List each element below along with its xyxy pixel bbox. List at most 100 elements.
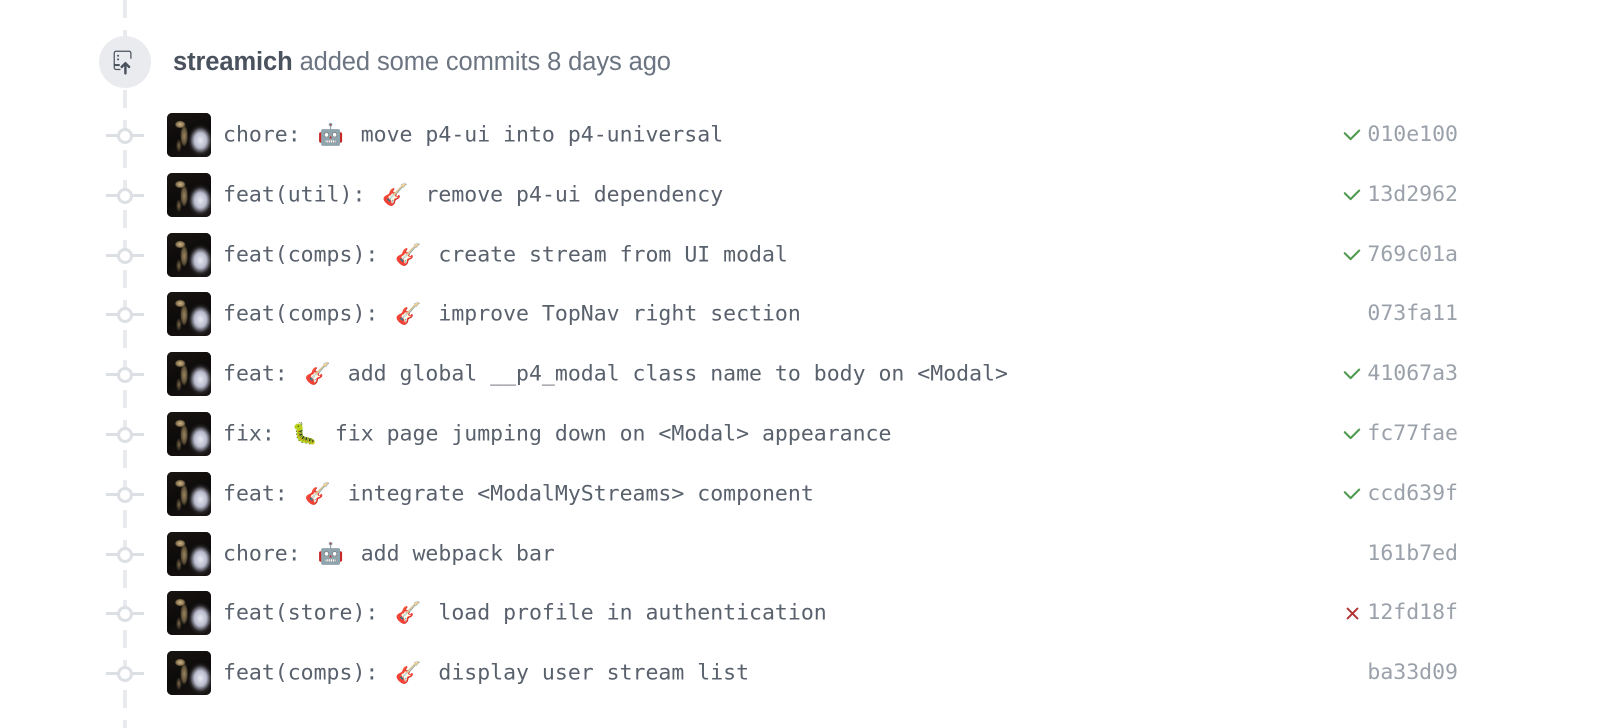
- commit-message[interactable]: feat: 🎸 integrate <ModalMyStreams> compo…: [223, 478, 814, 509]
- check-icon[interactable]: [1337, 362, 1367, 386]
- commit-sha[interactable]: 769c01a: [1367, 241, 1458, 267]
- commit-message-prefix: feat(store):: [223, 600, 392, 626]
- guitar-emoji: 🎸: [395, 660, 422, 685]
- commit-sha[interactable]: 010e100: [1367, 122, 1458, 147]
- robot-emoji: 🤖: [317, 122, 344, 147]
- commit-message[interactable]: feat(comps): 🎸 create stream from UI mod…: [223, 239, 788, 270]
- commit-sha[interactable]: 12fd18f: [1367, 600, 1458, 626]
- timeline-node-icon: [106, 604, 144, 623]
- commit-row[interactable]: fix: 🐛 fix page jumping down on <Modal> …: [0, 411, 1616, 457]
- guitar-emoji: 🎸: [304, 361, 331, 386]
- timeline-node-icon: [106, 186, 144, 204]
- commit-message-prefix: feat(comps):: [223, 242, 392, 268]
- commit-message-prefix: fix:: [223, 421, 288, 447]
- robot-emoji: 🤖: [317, 541, 344, 566]
- commit-meta: 010e100: [1337, 120, 1458, 150]
- commit-meta: fc77fae: [1337, 419, 1458, 449]
- commit-meta: 161b7ed: [1337, 539, 1458, 569]
- commit-sha[interactable]: ccd639f: [1367, 480, 1458, 506]
- commit-message[interactable]: feat(comps): 🎸 improve TopNav right sect…: [223, 299, 801, 330]
- commit-meta: ba33d09: [1337, 658, 1458, 688]
- commit-message-text: move p4-ui into p4-universal: [347, 122, 724, 148]
- commit-message[interactable]: feat(util): 🎸 remove p4-ui dependency: [223, 179, 723, 210]
- commit-meta: 073fa11: [1337, 299, 1458, 329]
- avatar[interactable]: [167, 352, 211, 397]
- status-none: [1337, 661, 1367, 685]
- commit-sha[interactable]: 161b7ed: [1367, 540, 1458, 566]
- commit-message-prefix: chore:: [223, 541, 314, 567]
- timeline-node-icon: [106, 485, 144, 503]
- commit-message-text: load profile in authentication: [425, 600, 827, 626]
- avatar[interactable]: [167, 651, 211, 696]
- commit-message-text: display user stream list: [425, 660, 750, 686]
- commit-row[interactable]: feat(store): 🎸 load profile in authentic…: [0, 590, 1616, 636]
- timeline-node-icon: [106, 664, 144, 683]
- commit-message[interactable]: feat(store): 🎸 load profile in authentic…: [223, 598, 827, 629]
- commit-row[interactable]: feat(comps): 🎸 display user stream list b…: [0, 650, 1616, 696]
- commit-message-prefix: feat(comps):: [223, 301, 392, 327]
- avatar[interactable]: [167, 292, 211, 337]
- avatar[interactable]: [167, 471, 211, 516]
- commit-row[interactable]: feat(comps): 🎸 improve TopNav right sect…: [0, 291, 1616, 337]
- commit-message-text: create stream from UI modal: [425, 242, 788, 268]
- commit-meta: ccd639f: [1337, 479, 1458, 509]
- guitar-emoji: 🎸: [395, 301, 422, 326]
- avatar[interactable]: [167, 232, 211, 277]
- commit-row[interactable]: chore: 🤖 move p4-ui into p4-universal 010…: [0, 112, 1616, 158]
- commit-message[interactable]: chore: 🤖 add webpack bar: [223, 538, 555, 569]
- guitar-emoji: 🎸: [304, 481, 331, 506]
- commit-meta: 769c01a: [1337, 240, 1458, 270]
- commit-message[interactable]: fix: 🐛 fix page jumping down on <Modal> …: [223, 419, 891, 450]
- avatar[interactable]: [167, 172, 211, 217]
- commit-row[interactable]: feat: 🎸 integrate <ModalMyStreams> compo…: [0, 471, 1616, 517]
- commit-message-prefix: feat(util):: [223, 182, 379, 208]
- check-icon[interactable]: [1337, 482, 1367, 506]
- commit-message-text: improve TopNav right section: [425, 301, 801, 327]
- timeline-node-icon: [106, 425, 144, 443]
- status-none: [1337, 542, 1367, 566]
- avatar[interactable]: [167, 113, 211, 157]
- commit-author-name[interactable]: streamich: [173, 48, 293, 76]
- commit-sha[interactable]: 41067a3: [1367, 361, 1458, 387]
- timeline-node-icon: [106, 365, 144, 384]
- commit-row[interactable]: feat(util): 🎸 remove p4-ui dependency 13d…: [0, 172, 1616, 218]
- avatar[interactable]: [167, 412, 211, 456]
- check-icon[interactable]: [1337, 123, 1367, 147]
- avatar[interactable]: [167, 531, 211, 576]
- commit-message-text: remove p4-ui dependency: [412, 182, 724, 208]
- timeline-rail: [123, 0, 127, 728]
- commit-message-text: add global __p4_modal class name to body…: [334, 361, 1008, 387]
- commit-message[interactable]: feat: 🎸 add global __p4_modal class name…: [223, 359, 1008, 390]
- commit-message-prefix: feat:: [223, 481, 301, 507]
- x-icon[interactable]: [1337, 601, 1367, 625]
- commit-sha[interactable]: 073fa11: [1367, 301, 1458, 327]
- commit-message[interactable]: feat(comps): 🎸 display user stream list: [223, 658, 749, 689]
- timeline-node-icon: [106, 305, 144, 324]
- commit-message-prefix: feat:: [223, 361, 301, 387]
- commit-message-text: integrate <ModalMyStreams> component: [334, 481, 814, 507]
- commit-sha[interactable]: 13d2962: [1367, 181, 1458, 207]
- guitar-emoji: 🎸: [395, 242, 422, 267]
- push-event-action: added some commits: [292, 48, 548, 76]
- avatar[interactable]: [167, 591, 211, 636]
- check-icon[interactable]: [1337, 243, 1367, 267]
- commit-sha[interactable]: ba33d09: [1367, 660, 1458, 686]
- push-event-time[interactable]: 8 days ago: [547, 48, 671, 76]
- repo-push-icon: [99, 36, 151, 88]
- check-icon[interactable]: [1337, 422, 1367, 446]
- timeline-node-icon: [106, 126, 144, 144]
- commit-sha[interactable]: fc77fae: [1367, 421, 1458, 446]
- commit-message-text: add webpack bar: [347, 541, 555, 567]
- commit-row[interactable]: feat(comps): 🎸 create stream from UI mod…: [0, 232, 1616, 278]
- commit-message-prefix: feat(comps):: [223, 660, 392, 686]
- commit-row[interactable]: feat: 🎸 add global __p4_modal class name…: [0, 351, 1616, 397]
- commit-message-text: fix page jumping down on <Modal> appeara…: [321, 421, 892, 447]
- commit-meta: 12fd18f: [1337, 598, 1458, 628]
- check-icon[interactable]: [1337, 183, 1367, 207]
- status-none: [1337, 302, 1367, 326]
- guitar-emoji: 🎸: [395, 600, 422, 625]
- commit-row[interactable]: chore: 🤖 add webpack bar 161b7ed: [0, 531, 1616, 577]
- commit-meta: 13d2962: [1337, 180, 1458, 210]
- commit-message[interactable]: chore: 🤖 move p4-ui into p4-universal: [223, 120, 723, 151]
